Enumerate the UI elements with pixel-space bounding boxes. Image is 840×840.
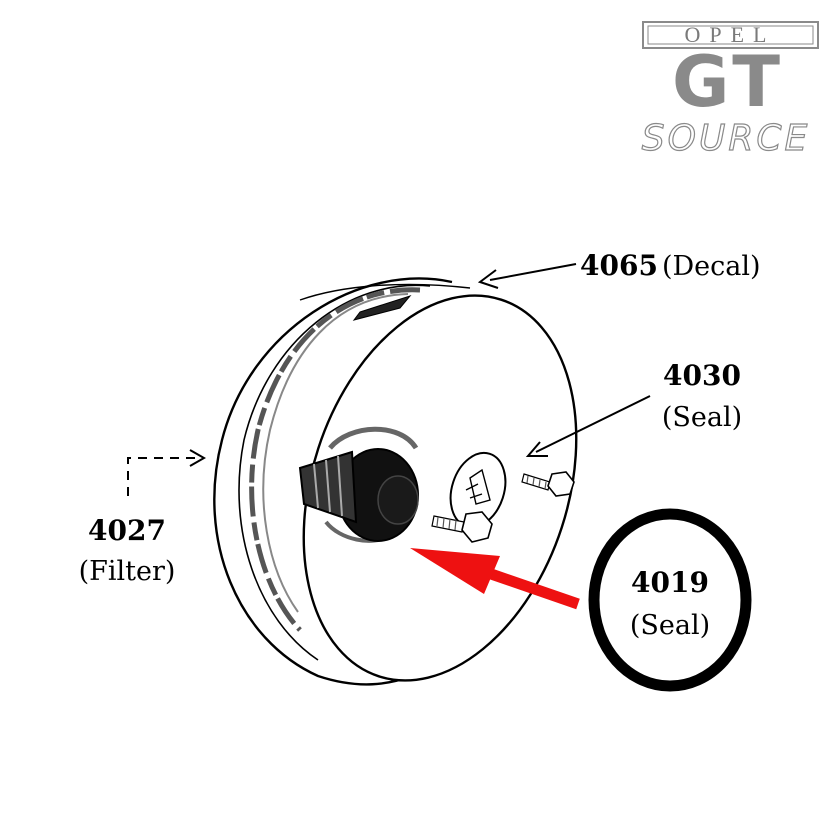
booster-crimp-band	[249, 287, 421, 632]
filter-arrowhead	[189, 449, 207, 467]
callout-filter-number: 4027	[88, 514, 166, 547]
logo-brand-text: OPEL	[685, 22, 776, 47]
bolt-upper	[521, 471, 575, 497]
port-pin	[469, 468, 491, 505]
highlight-arrow	[410, 548, 580, 610]
bolt-lower	[431, 511, 493, 543]
highlight-arrowhead	[410, 548, 500, 594]
callout-arrows	[127, 263, 651, 496]
booster-rear-shell	[213, 277, 453, 686]
valve-arc	[328, 426, 419, 450]
callout-decal: 4065 (Decal)	[580, 249, 761, 282]
booster-rear-rim-inner	[238, 284, 431, 661]
brake-booster	[213, 277, 578, 686]
opel-gt-source-logo: OPEL GT SOURCE	[641, 21, 819, 160]
seal-4030-arrow-line	[535, 395, 651, 453]
booster-top-edge	[299, 283, 471, 301]
filter-arrow-dashed	[127, 457, 196, 496]
callout-seal-4030: 4030 (Seal)	[662, 359, 742, 433]
decal-arrow-line	[489, 263, 577, 281]
seal-4030-arrowhead	[525, 441, 548, 457]
check-valve-ribs	[313, 455, 343, 517]
logo-model-text: GT	[672, 41, 784, 123]
callout-decal-number: 4065	[580, 249, 658, 282]
callout-seal-4030-number: 4030	[663, 359, 741, 392]
logo-sub-text: SOURCE	[642, 118, 810, 159]
callout-filter-text: (Filter)	[79, 556, 176, 587]
callout-seal-4030-text: (Seal)	[662, 402, 742, 433]
callout-decal-text: (Decal)	[662, 251, 761, 282]
seal-4019-ring	[588, 508, 752, 692]
check-valve-cap	[377, 475, 419, 525]
decal-slot	[352, 295, 412, 321]
booster-crimp-band-2	[262, 293, 409, 613]
callout-filter: 4027 (Filter)	[79, 514, 176, 587]
port-pin-stem	[465, 483, 483, 499]
callout-seal-4019-text: (Seal)	[630, 610, 710, 641]
decal-arrowhead	[477, 269, 499, 289]
callout-seal-4019: 4019 (Seal)	[630, 566, 710, 641]
callout-seal-4019-number: 4019	[631, 566, 709, 599]
logo-opel-inner-frame	[647, 25, 814, 45]
